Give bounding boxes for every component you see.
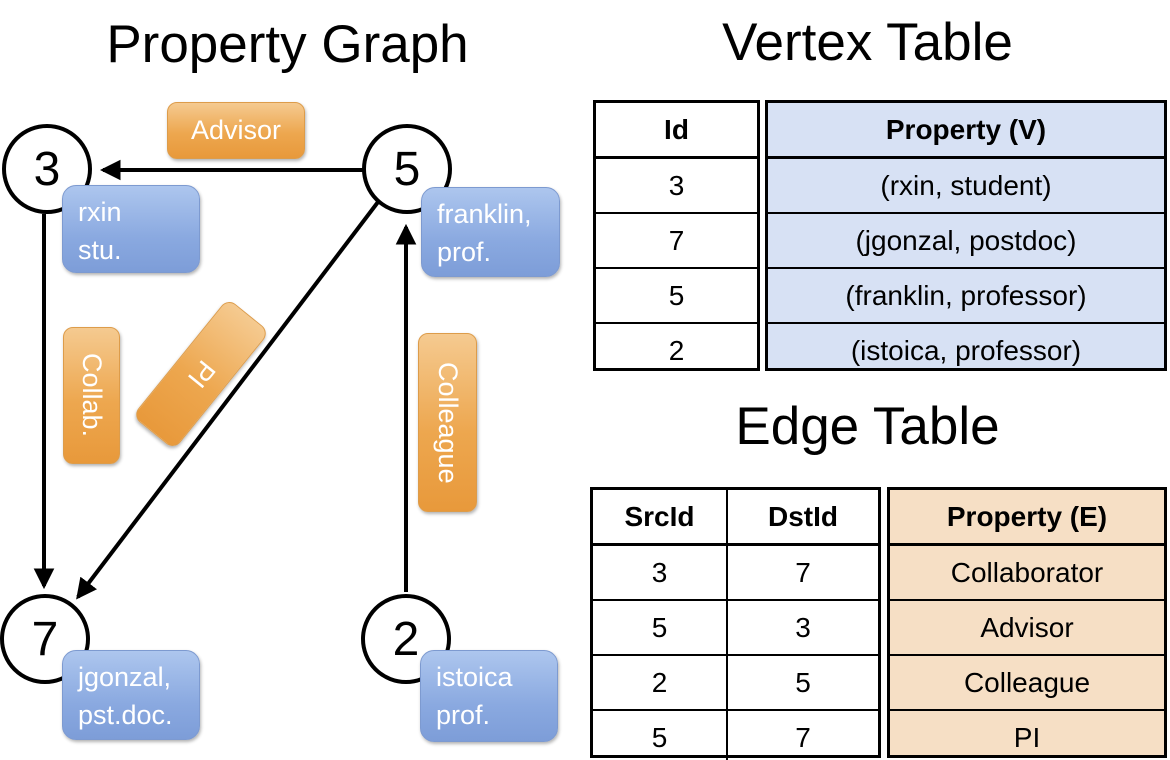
edge-srcid-cell: 5 [593,601,728,654]
table-row: 5 3 [593,599,878,654]
table-row: 5 7 [593,709,878,760]
property-graph-title: Property Graph [106,15,469,74]
vertex-property-cell: (istoica, professor) [850,335,1082,366]
node-id: 7 [31,612,59,666]
vertex-table-id-column: Id 3 7 5 2 [593,100,760,371]
edge-table-title: Edge Table [735,397,1000,456]
vertex-prop-box-2: istoica prof. [420,650,558,742]
edge-property-cell: Collaborator [950,557,1104,588]
vertex-prop-line: istoica [436,662,513,692]
edge-table-srcdst-columns: SrcId DstId 3 7 5 3 2 5 5 7 [590,487,881,760]
vertex-id-cell: 7 [668,225,685,256]
vertex-prop-box-7: jgonzal, pst.doc. [62,650,200,740]
vertex-table-property-header: Property (V) [885,114,1047,145]
vertex-prop-line: prof. [436,700,491,730]
table-row: (jgonzal, postdoc) [768,212,1164,267]
vertex-prop-line: franklin, [437,199,532,229]
vertex-property-cell: (franklin, professor) [845,280,1087,311]
edge-dstid-cell: 5 [795,667,811,698]
vertex-table-title: Vertex Table [722,13,1013,72]
node-id: 3 [33,142,61,196]
vertex-property-cell: (rxin, student) [880,170,1052,201]
edge-srcid-cell: 2 [593,656,728,709]
edge-table-property-header: Property (E) [946,501,1108,532]
table-row: 5 [596,267,757,322]
vertex-prop-line: stu. [78,235,122,265]
vertex-id-cell: 3 [668,170,685,201]
edge-property-cell: PI [1013,722,1041,753]
vertex-prop-box-5: franklin, prof. [421,187,560,277]
table-row: Advisor [890,599,1164,654]
graph-edges [33,159,417,600]
edge-dstid-cell: 7 [795,557,811,588]
vertex-property-cell: (jgonzal, postdoc) [855,225,1077,256]
edge-srcid-cell: 3 [593,546,728,599]
edge-srcid-cell: 5 [593,711,728,760]
vertex-prop-line: prof. [437,237,492,267]
edge-table-srcid-header: SrcId [593,490,728,543]
vertex-prop-line: rxin [78,197,122,227]
table-row: 3 7 [593,544,878,599]
vertex-id-cell: 2 [668,335,685,366]
vertex-prop-box-3: rxin stu. [62,185,200,273]
graph-node-5: 5 [362,124,452,214]
edge-property-cell: Advisor [980,612,1074,643]
table-row: Colleague [890,654,1164,709]
edge-5-to-7-arrow [76,200,380,600]
node-id: 2 [392,612,420,666]
table-row: Collaborator [890,544,1164,599]
edge-table-dstid-header: DstId [768,501,838,532]
graph-node-2: 2 [361,594,451,684]
table-row: (franklin, professor) [768,267,1164,322]
edge-dstid-cell: 7 [795,722,811,753]
table-row: (istoica, professor) [768,322,1164,377]
edge-property-cell: Colleague [963,667,1091,698]
vertex-prop-line: jgonzal, [78,662,172,692]
table-row: 2 [596,322,757,377]
table-row: 3 [596,157,757,212]
table-row: 7 [596,212,757,267]
node-id: 5 [393,142,421,196]
table-row: 2 5 [593,654,878,709]
edge-table-property-column: Property (E) Collaborator Advisor Collea… [887,487,1167,758]
table-row: (rxin, student) [768,157,1164,212]
vertex-table-id-header: Id [664,114,689,145]
vertex-table-property-column: Property (V) (rxin, student) (jgonzal, p… [765,100,1167,371]
edge-dstid-cell: 3 [795,612,811,643]
edge-label-advisor: Advisor [167,102,305,159]
edge-label-colleague: Colleague [418,333,477,512]
vertex-prop-line: pst.doc. [78,700,173,730]
table-row: PI [890,709,1164,760]
vertex-id-cell: 5 [668,280,685,311]
edge-label-collab: Collab. [63,327,120,464]
